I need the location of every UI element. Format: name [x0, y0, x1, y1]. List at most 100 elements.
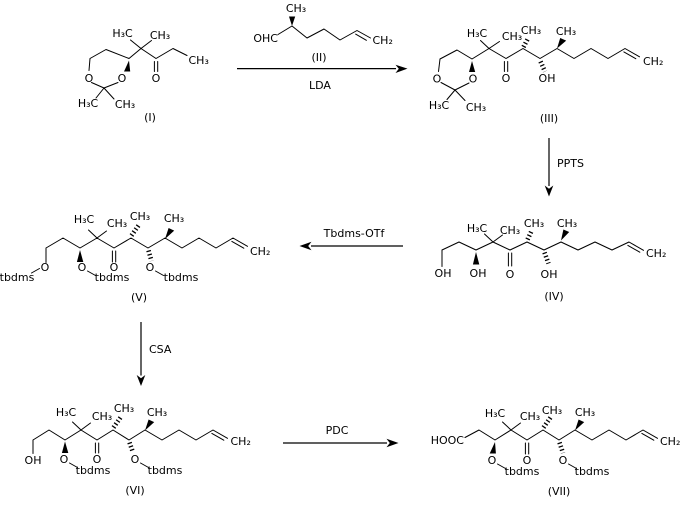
compound-label-iv: (IV) — [544, 290, 563, 303]
arrow-step-2: PPTS — [544, 138, 584, 197]
aldehyde-label: OHC — [253, 32, 278, 45]
compound-i-structure: O O H₃C CH₃ H₃C CH₃ O CH₃ (I) — [78, 27, 209, 124]
compound-label-vii: (VII) — [548, 485, 571, 498]
wedge-bond — [469, 61, 476, 72]
ether-oxygen-label: O — [146, 261, 155, 274]
terminal-ch2-label: CH₂ — [231, 435, 251, 448]
ring-oxygen-label: O — [85, 72, 94, 85]
ether-oxygen-label: O — [559, 454, 568, 467]
ether-oxygen-label: O — [60, 453, 69, 466]
methyl-label: CH₃ — [542, 404, 562, 417]
methyl-label: CH₃ — [286, 2, 306, 15]
terminal-ch2-label: CH₂ — [643, 55, 663, 68]
hash-bond — [557, 441, 566, 454]
hash-bond — [542, 251, 551, 265]
ketone-oxygen-label: O — [152, 72, 161, 85]
terminal-ch2-label: CH₂ — [373, 34, 393, 47]
carboxyl-label: HOOC — [431, 434, 465, 447]
methyl-label: H₃C — [74, 213, 95, 226]
methyl-label: CH₃ — [557, 217, 577, 230]
terminal-ch2-label: CH₂ — [660, 435, 680, 448]
hash-bond — [521, 36, 531, 49]
wedge-bond — [145, 419, 155, 431]
methyl-label: H₃C — [467, 222, 488, 235]
arrowhead-down-icon — [544, 185, 554, 197]
tbdms-label: tbdms — [76, 464, 111, 477]
hash-bond — [541, 416, 553, 429]
hydroxyl-label: OH — [25, 454, 42, 467]
methyl-label: CH₃ — [556, 25, 576, 38]
methyl-label: H₃C — [429, 99, 450, 112]
hash-bond — [525, 229, 535, 241]
reagent-label-ppts: PPTS — [557, 157, 584, 170]
methyl-label: CH₃ — [107, 217, 127, 230]
bond-skeleton — [31, 229, 248, 276]
compound-iii-structure: O O H₃C CH₃ H₃C CH₃ O CH₃ OH CH₃ CH₂ (II… — [429, 24, 664, 125]
arrow-step-3: Tbdms-OTf — [299, 227, 403, 251]
compound-ii-structure: CH₃ OHC CH₂ (II) — [253, 2, 393, 64]
ring-oxygen-label: O — [433, 73, 442, 86]
reagent-label-pdc: PDC — [326, 424, 349, 437]
arrow-step-5: PDC — [283, 424, 399, 448]
wedge-bond — [165, 228, 175, 239]
arrow-step-4: CSA — [136, 322, 172, 386]
bond-skeleton — [464, 421, 658, 469]
wedge-bond — [575, 419, 585, 431]
arrowhead-right-icon — [395, 64, 408, 73]
ether-oxygen-label: O — [78, 261, 87, 274]
reagent-label-lda: LDA — [309, 79, 331, 92]
bond-skeleton — [277, 25, 371, 41]
ketone-oxygen-label: O — [93, 453, 102, 466]
tbdms-label: tbdms — [575, 465, 610, 478]
bond-skeleton — [438, 40, 640, 101]
methyl-label: CH₃ — [502, 30, 522, 43]
methyl-label: CH₃ — [147, 406, 167, 419]
wedge-bond — [557, 38, 567, 49]
ketone-oxygen-label: O — [502, 72, 511, 85]
ketone-oxygen-label: O — [506, 268, 515, 281]
bond-skeleton — [32, 421, 228, 468]
tbdms-label: tbdms — [505, 465, 540, 478]
hash-bond — [146, 249, 154, 262]
methyl-label: CH₃ — [575, 406, 595, 419]
arrowhead-right-icon — [386, 438, 399, 448]
terminal-ch2-label: CH₂ — [250, 245, 270, 258]
methyl-label: CH₃ — [150, 29, 170, 42]
methyl-label: CH₃ — [521, 24, 541, 37]
reagent-label-csa: CSA — [149, 343, 172, 356]
methyl-label: CH₃ — [466, 101, 486, 114]
methyl-label: CH₃ — [164, 212, 184, 225]
methyl-label: CH₃ — [115, 98, 135, 111]
methyl-label: CH₃ — [520, 410, 540, 423]
methyl-label: H₃C — [112, 27, 133, 40]
methyl-label: CH₃ — [92, 410, 112, 423]
terminal-ch2-label: CH₂ — [646, 247, 666, 260]
hash-bond — [538, 60, 548, 73]
tbdms-label: tbdms — [95, 271, 130, 284]
tbdms-label: tbdms — [148, 464, 183, 477]
bond-skeleton — [88, 39, 188, 100]
wedge-bond — [289, 16, 296, 26]
hydroxyl-label: OH — [539, 72, 556, 85]
bond-skeleton — [441, 233, 644, 267]
compound-label-vi: (VI) — [125, 484, 144, 497]
methyl-label: H₃C — [78, 97, 99, 110]
methyl-label: CH₃ — [114, 402, 134, 415]
arrowhead-down-icon — [136, 375, 146, 386]
ether-oxygen-label: O — [41, 261, 50, 274]
reagent-label-tbdms-otf: Tbdms-OTf — [323, 227, 386, 240]
wedge-bond — [61, 441, 69, 453]
compound-iv-structure: OH OH H₃C CH₃ O CH₃ OH CH₃ CH₂ (IV) — [435, 217, 667, 303]
ether-oxygen-label: O — [131, 453, 140, 466]
ketone-oxygen-label: O — [110, 261, 119, 274]
methyl-label: H₃C — [467, 27, 488, 40]
methyl-label: H₃C — [56, 406, 77, 419]
ring-oxygen-label: O — [118, 72, 127, 85]
methyl-label: CH₃ — [500, 224, 520, 237]
methyl-label: CH₃ — [130, 210, 150, 223]
wedge-bond — [124, 60, 131, 72]
wedge-bond — [472, 252, 480, 265]
arrowhead-left-icon — [299, 241, 312, 251]
tbdms-label: tbdms — [164, 271, 199, 284]
